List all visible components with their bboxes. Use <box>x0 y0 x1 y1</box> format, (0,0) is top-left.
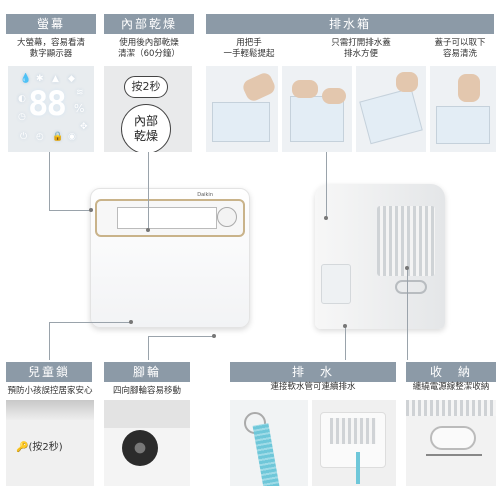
child-lock-header: 兒童鎖 <box>6 362 92 382</box>
drain-photo-2 <box>312 400 396 486</box>
child-lock-icon: 🔒 <box>52 132 64 142</box>
caster-wheel <box>122 430 158 466</box>
cord-hook <box>430 426 476 450</box>
drain-tank-caption-2: 只需打開排水蓋 排水方便 <box>331 38 391 59</box>
dry-photo: 按2秒 內部 乾燥 <box>104 66 192 152</box>
storage-header: 收 納 <box>406 362 496 382</box>
wheels-caption: 四向腳輪容易移動 <box>112 386 181 396</box>
storage-photo <box>406 400 496 486</box>
shirt-icon: ▲ <box>52 74 59 84</box>
control-panel: Daikin <box>95 192 245 237</box>
fan-icon: ✥ <box>80 122 88 132</box>
wheels-header: 腳輪 <box>104 362 190 382</box>
drop-icon: ◆ <box>68 74 75 84</box>
screen-photo: 💧 ✱ ▲ ◆ ◐ ◷ 88 % ≋ ⏻ ◴ 🔒 ◉ ✥ <box>8 66 94 152</box>
brand-label: Daikin <box>197 192 213 198</box>
drain-tank-photo-2 <box>282 66 352 152</box>
wheels-photo <box>104 400 190 486</box>
drain-hose-port <box>395 280 427 294</box>
internal-dry-button: 內部 乾燥 <box>121 104 171 152</box>
screen-caption: 大螢幕，容易看清 數字顯示器 <box>16 38 85 59</box>
lamp-icon: ◉ <box>68 132 76 142</box>
drain-tank-caption-3: 蓋子可以取下 容易清洗 <box>434 38 486 59</box>
key-label: 🔑(按2秒) <box>16 442 63 453</box>
drain-tank-caption-1: 用把手 一手輕鬆提起 <box>223 38 275 59</box>
timer-icon: ◷ <box>18 112 26 122</box>
hose <box>252 423 280 486</box>
dehumidifier-front: Daikin <box>90 188 250 328</box>
drain-photo-1 <box>230 400 308 486</box>
wifi-icon: ≋ <box>76 88 84 98</box>
storage-caption: 纏繞電源線整潔收納 <box>412 382 490 392</box>
drain-header: 排 水 <box>230 362 396 382</box>
press-2s-label: 按2秒 <box>124 76 168 98</box>
dry-header: 內部乾燥 <box>104 14 194 34</box>
dehumidifier-back <box>315 184 445 329</box>
droplet-icon: 💧 <box>20 74 32 84</box>
mode-icon: ◐ <box>18 94 26 104</box>
dry-caption: 使用後內部乾燥 清潔（60分鐘） <box>118 38 180 59</box>
percent-sign: % <box>74 102 85 115</box>
drain-tank-photo-3 <box>356 66 426 152</box>
clock-icon: ◴ <box>36 132 44 142</box>
drain-tank-photo-4 <box>430 66 496 152</box>
screen-header: 螢幕 <box>6 14 96 34</box>
sun-icon: ✱ <box>36 74 44 84</box>
child-lock-photo: 🔑(按2秒) <box>6 400 94 486</box>
dial-icon <box>217 207 237 227</box>
air-vent-grill <box>377 206 435 276</box>
drain-tank-header: 排水箱 <box>206 14 494 34</box>
child-lock-caption: 預防小孩誤控居家安心 <box>7 386 93 396</box>
display-digits: 88 <box>28 84 67 124</box>
drain-tank-photo-1 <box>206 66 278 152</box>
water-tank-window <box>321 264 351 304</box>
power-icon: ⏻ <box>20 132 28 142</box>
drain-caption: 連接軟水管可連續排水 <box>270 382 356 392</box>
key-icon: 🔑 <box>16 442 29 453</box>
